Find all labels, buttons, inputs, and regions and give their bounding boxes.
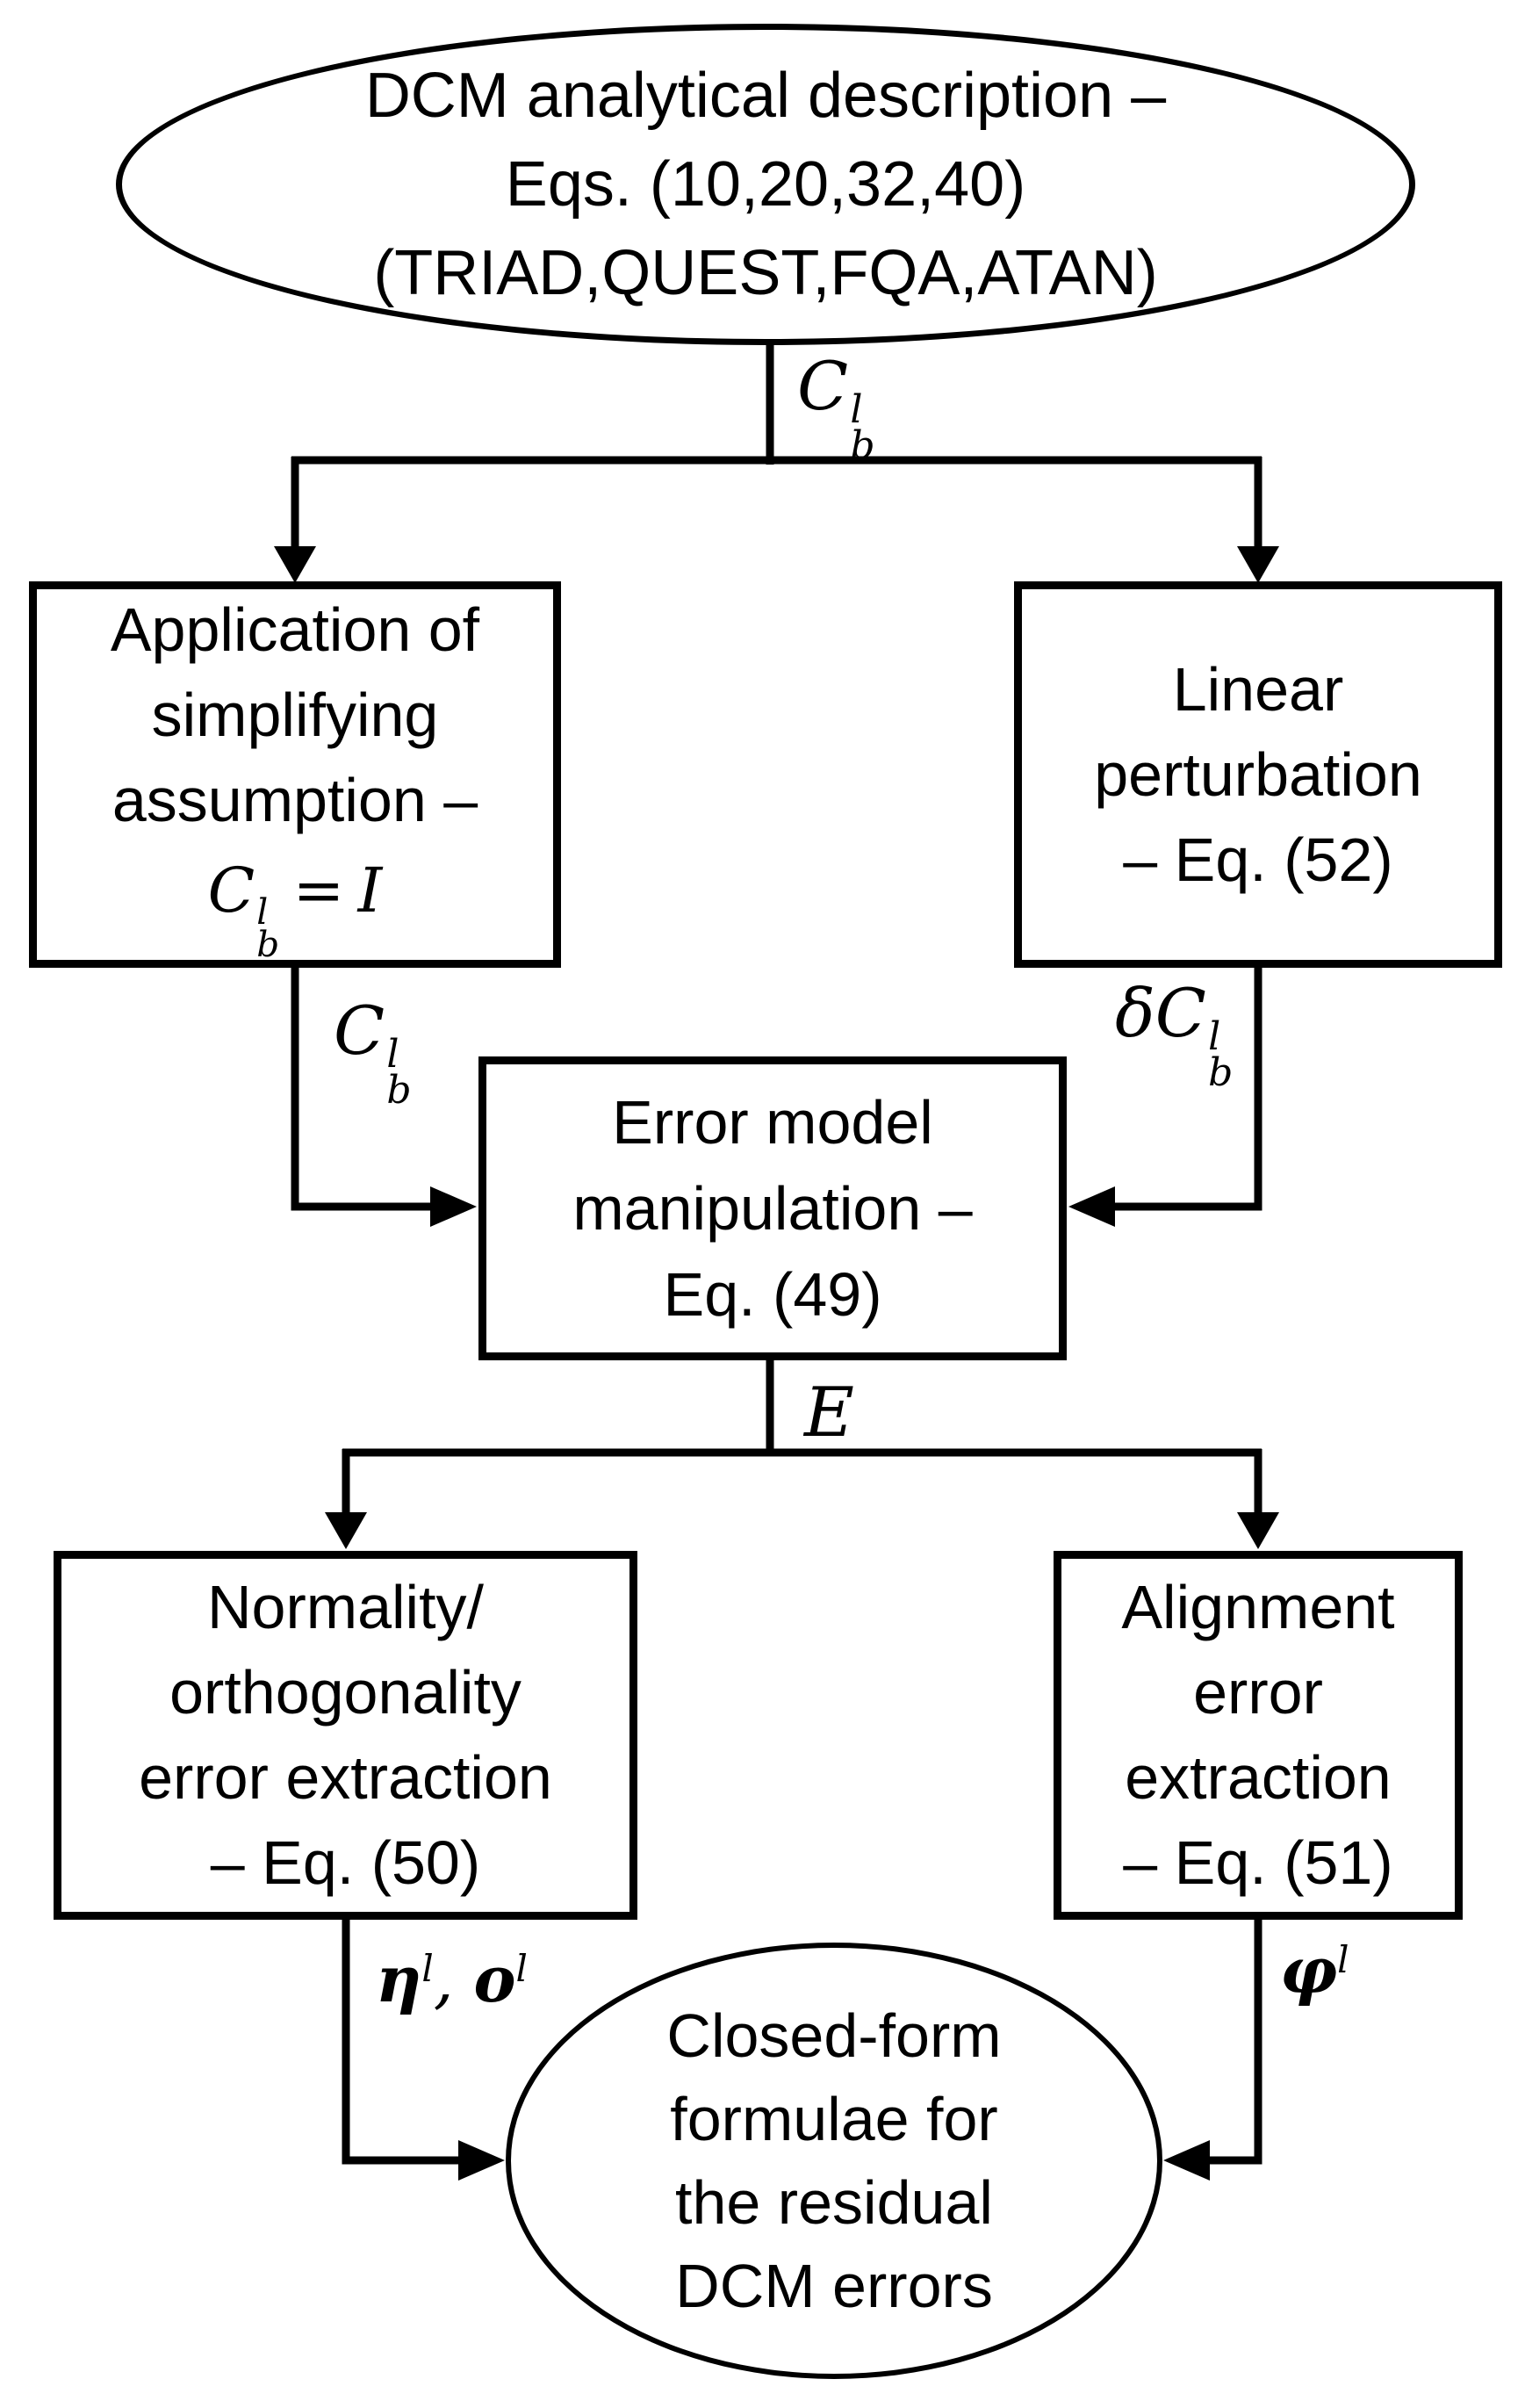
arrowhead-into-closed-ellipse-right [1163,2140,1210,2181]
node-line: Eqs. (10,20,32,40) [505,148,1026,220]
node-line: orthogonality [169,1658,522,1727]
math-sup: l [1208,1013,1221,1059]
math-base: C [334,991,385,1070]
math-rhs: I [357,854,383,927]
node-line: perturbation [1094,739,1422,809]
arrowhead-into-closed-ellipse-left [458,2140,505,2181]
math-sub: b [256,923,280,966]
node-line: error extraction [139,1743,552,1812]
math-sup: l [850,386,863,432]
node-line: assumption – [111,766,478,835]
math-base: C [1155,974,1206,1052]
math-base: C [207,854,255,927]
math-phi: φ [1280,1933,1338,2008]
node-line: error [1193,1658,1323,1727]
edge-label-phi: φl [1280,1939,1349,2002]
node-line: Alignment [1121,1573,1395,1641]
math-base: C [797,347,849,425]
math-sup: l [1337,1938,1349,1982]
math-sup: l [421,1947,434,1991]
edge-label-e-matrix: E [804,1379,854,1447]
edge-normality-to-closed-ellipse [342,1918,458,2165]
node-line: (TRIAD,QUEST,FQA,ATAN) [373,237,1158,308]
arrowhead-into-error-box-right [1068,1186,1115,1227]
node-line: formulae for [670,2084,998,2153]
node-line: – Eq. (50) [210,1828,481,1897]
arrowhead-into-linear-box [1237,546,1279,583]
math-delta: δ [1115,974,1155,1052]
arrowhead-into-normality-box [325,1512,367,1549]
math-sup: l [515,1947,528,1991]
math-operator: = [292,854,345,927]
node-line: – Eq. (51) [1123,1828,1393,1897]
node-line: Linear [1172,654,1344,724]
node-line: – Eq. (52) [1123,825,1393,894]
math-sub: b [386,1067,412,1113]
edge-linear-to-error-box [1115,966,1262,1211]
math-sup: l [386,1031,399,1077]
math-base: E [804,1373,854,1453]
math-o: o [473,1942,516,2016]
node-linear-perturbation: Linear perturbation – Eq. (52) [1014,581,1502,968]
node-line: extraction [1125,1743,1392,1812]
node-dcm-analytical-description: DCM analytical description – Eqs. (10,20… [116,24,1415,345]
math-eta: η [376,1942,422,2016]
node-normality-orthogonality-extraction: Normality/ orthogonality error extractio… [54,1551,637,1920]
math-sup: l [256,890,269,934]
node-line: the residual [675,2167,993,2237]
edge-apply-to-error-box [291,966,430,1211]
node-line: Closed-form [666,2001,1002,2070]
node-alignment-error-extraction: Alignment error extraction – Eq. (51) [1054,1551,1463,1920]
node-line: Application of [110,595,480,665]
node-closed-form-formulae: Closed-form formulae for the residual DC… [506,1943,1162,2379]
node-line: DCM errors [675,2251,993,2320]
edge-alignment-to-closed-ellipse [1210,1918,1262,2165]
node-line: Error model [612,1088,933,1157]
arrowhead-into-alignment-box [1237,1512,1279,1549]
edge-label-eta-o: ηl, ol [376,1947,528,2012]
node-error-model-manipulation: Error model manipulation – Eq. (49) [478,1056,1067,1360]
arrowhead-into-apply-box [274,546,316,583]
node-line: simplifying [151,681,439,750]
node-line: Eq. (49) [663,1260,882,1329]
math-sub: b [850,422,875,468]
node-simplifying-assumption: Application of simplifying assumption – … [29,581,561,968]
math-comma: , [433,1943,474,2016]
node-line: manipulation – [572,1174,973,1243]
node-line: DCM analytical description – [364,60,1167,131]
arrowhead-into-error-box-left [430,1186,477,1227]
node-line: Normality/ [206,1573,485,1641]
math-sub: b [1208,1049,1234,1095]
